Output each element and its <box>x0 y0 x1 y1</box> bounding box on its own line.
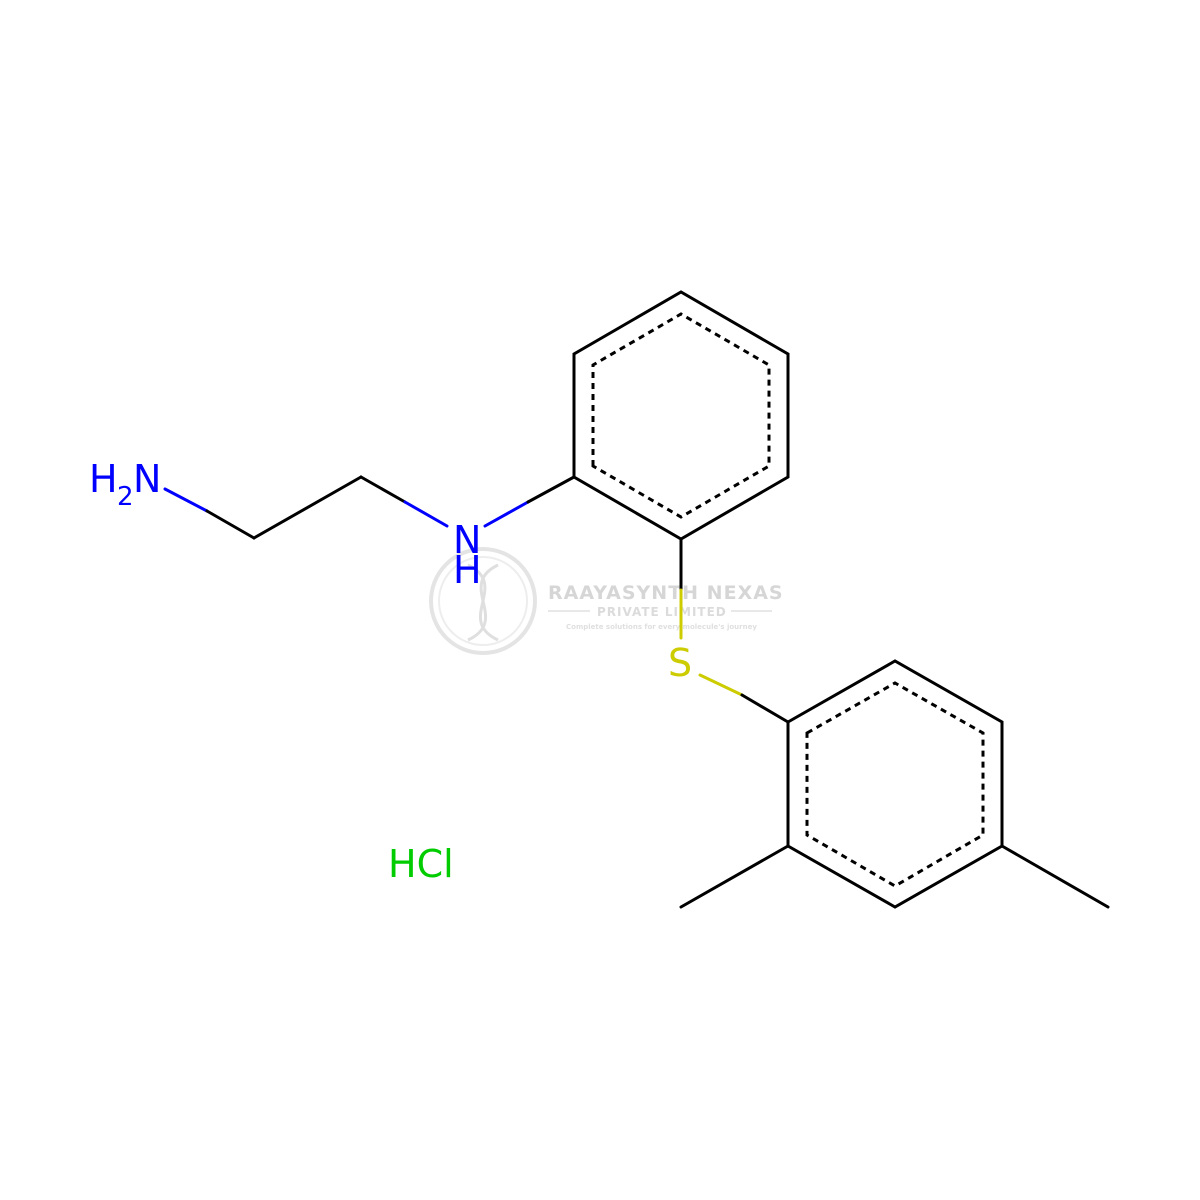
bond-c2-nh-carbon-part <box>359 475 407 504</box>
bond-nh-ring-nitrogen-part <box>483 500 530 528</box>
watermark-helix-icon <box>467 563 499 642</box>
atom-labels: H 2 N N H S HCl <box>89 457 692 886</box>
upper-benzene-ring <box>572 290 790 541</box>
lower-benzene-ring <box>679 659 1110 909</box>
bond-c1-c2 <box>252 475 363 540</box>
bond-s-ring-carbon-part <box>740 693 790 724</box>
amine-h-label: H <box>89 457 118 501</box>
bond-c2-nh-nitrogen-part <box>403 500 449 528</box>
bond-nh-ring-carbon-part <box>526 475 576 504</box>
amine-n-label: N <box>133 457 161 501</box>
secondary-amine-h-label: H <box>453 548 482 592</box>
amine-subscript-label: 2 <box>117 482 134 512</box>
upper-ring-aromatic-circle <box>591 312 771 519</box>
sulfur-label: S <box>668 641 692 685</box>
watermark-logo-inner <box>438 556 528 646</box>
methyl-bond-para <box>1000 844 1110 909</box>
watermark-subtitle: PRIVATE LIMITED <box>597 605 727 619</box>
watermark-logo <box>429 547 537 655</box>
watermark: RAAYASYNTH NEXAS PRIVATE LIMITED Complet… <box>429 547 784 655</box>
lower-ring-aromatic-circle <box>805 681 985 888</box>
secondary-amine-n-label: N <box>453 518 481 562</box>
lower-ring-outline <box>786 659 1004 909</box>
upper-ring-outline <box>572 290 790 541</box>
watermark-tagline: Complete solutions for every molecule's … <box>566 623 757 631</box>
hydrochloride-label: HCl <box>388 842 454 886</box>
bond-nh2-c1-nitrogen-part <box>163 487 209 513</box>
bond-s-ring-sulfur-part <box>698 673 744 697</box>
methyl-bond-ortho <box>679 844 790 909</box>
ethylene-chain <box>163 475 576 540</box>
thioether-linkage <box>679 537 790 724</box>
watermark-company: RAAYASYNTH NEXAS <box>548 582 784 604</box>
bond-nh2-c1-carbon-part <box>205 509 256 540</box>
